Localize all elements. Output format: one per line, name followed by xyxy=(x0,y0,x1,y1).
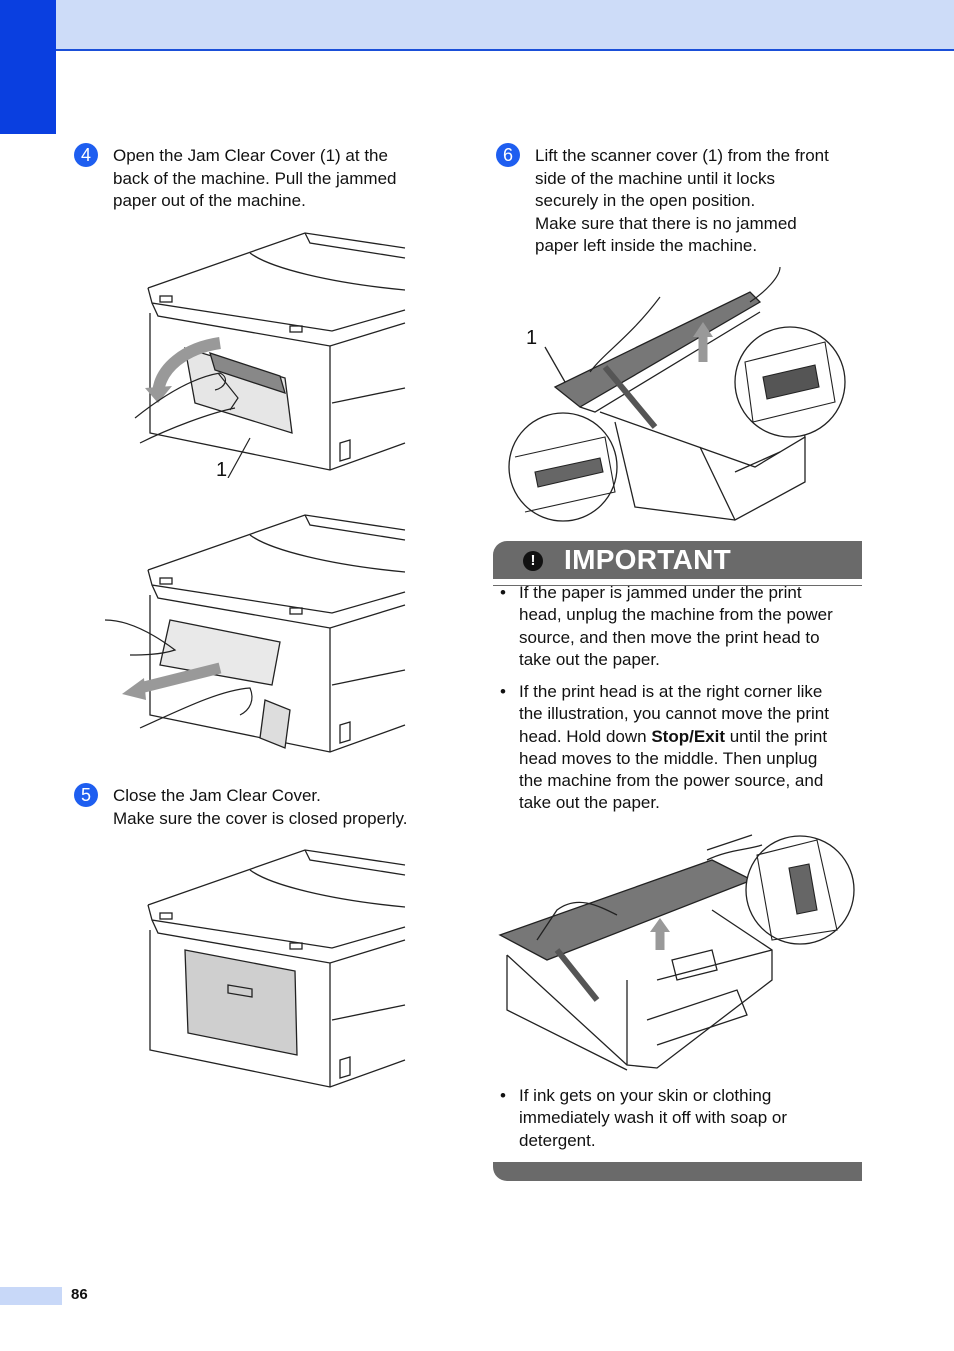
step-4-line: Open the Jam Clear Cover (1) at the xyxy=(113,146,388,165)
exclamation-icon: ! xyxy=(523,551,543,571)
step-6-line: Lift the scanner cover (1) from the fron… xyxy=(535,146,829,165)
bullet-dot: • xyxy=(500,583,506,602)
step-5-line: Make sure the cover is closed properly. xyxy=(113,808,408,828)
step-4-line: back of the machine. Pull the jammed xyxy=(113,168,397,188)
bullet-line: immediately wash it off with soap or xyxy=(519,1108,788,1128)
figure-1-callout: 1 xyxy=(216,459,227,478)
bullet-dot: • xyxy=(500,1086,506,1105)
important-title: IMPORTANT xyxy=(564,544,732,575)
header-band xyxy=(0,0,954,51)
bullet-line: If ink gets on your skin or clothing xyxy=(519,1086,772,1105)
bullet-text: head. Hold down xyxy=(519,726,652,746)
step-5-badge: 5 xyxy=(74,783,98,807)
step-5-text: Close the Jam Clear Cover. Make sure the… xyxy=(113,785,407,830)
bullet-line: If the print head is at the right corner… xyxy=(519,682,823,701)
step-5-line: Close the Jam Clear Cover. xyxy=(113,786,321,805)
bullet-line: head moves to the middle. Then unplug xyxy=(519,748,818,768)
step-6-line: securely in the open position. xyxy=(535,191,756,210)
step-6-badge: 6 xyxy=(496,143,520,167)
bullet-line: the machine from the power source, and xyxy=(519,771,824,791)
bullet-text: until the print xyxy=(725,726,828,746)
bullet-line: detergent. xyxy=(519,1130,596,1150)
step-6-line: side of the machine until it locks xyxy=(535,168,776,188)
step-4-text: Open the Jam Clear Cover (1) at the back… xyxy=(113,145,396,213)
figure-open-jam-cover: 1 xyxy=(134,232,406,478)
step-6-line: paper left inside the machine. xyxy=(535,236,758,255)
chapter-tab xyxy=(0,0,56,134)
figure-pull-paper xyxy=(104,514,406,753)
step-6-text: Lift the scanner cover (1) from the fron… xyxy=(535,145,829,258)
step-6-line: Make sure that there is no jammed xyxy=(535,213,797,233)
page-number: 86 xyxy=(71,1286,88,1303)
bullet-line: take out the paper. xyxy=(519,649,660,669)
figure-scanner-open: 1 xyxy=(508,266,846,522)
bullet-line: source, and then move the print head to xyxy=(519,627,820,647)
step-4-line: paper out of the machine. xyxy=(113,191,306,210)
stop-exit-key-label: Stop/Exit xyxy=(651,726,725,746)
important-rule xyxy=(493,585,862,586)
bullet-line: head, unplug the machine from the power xyxy=(519,605,833,625)
figure-4-callout: 1 xyxy=(526,327,537,349)
figure-closed-cover xyxy=(147,849,406,1088)
bullet-line: the illustration, you cannot move the pr… xyxy=(519,704,829,724)
bullet-line: If the paper is jammed under the print xyxy=(519,583,802,602)
important-header: ! IMPORTANT xyxy=(493,541,862,579)
bullet-dot: • xyxy=(500,682,506,701)
page-number-tab xyxy=(0,1287,62,1305)
bullet-line: take out the paper. xyxy=(519,793,660,813)
important-footer xyxy=(493,1162,862,1181)
step-4-badge: 4 xyxy=(74,143,98,167)
bullet-line: head. Hold down Stop/Exit until the prin… xyxy=(519,726,864,748)
figure-print-head xyxy=(498,834,855,1071)
